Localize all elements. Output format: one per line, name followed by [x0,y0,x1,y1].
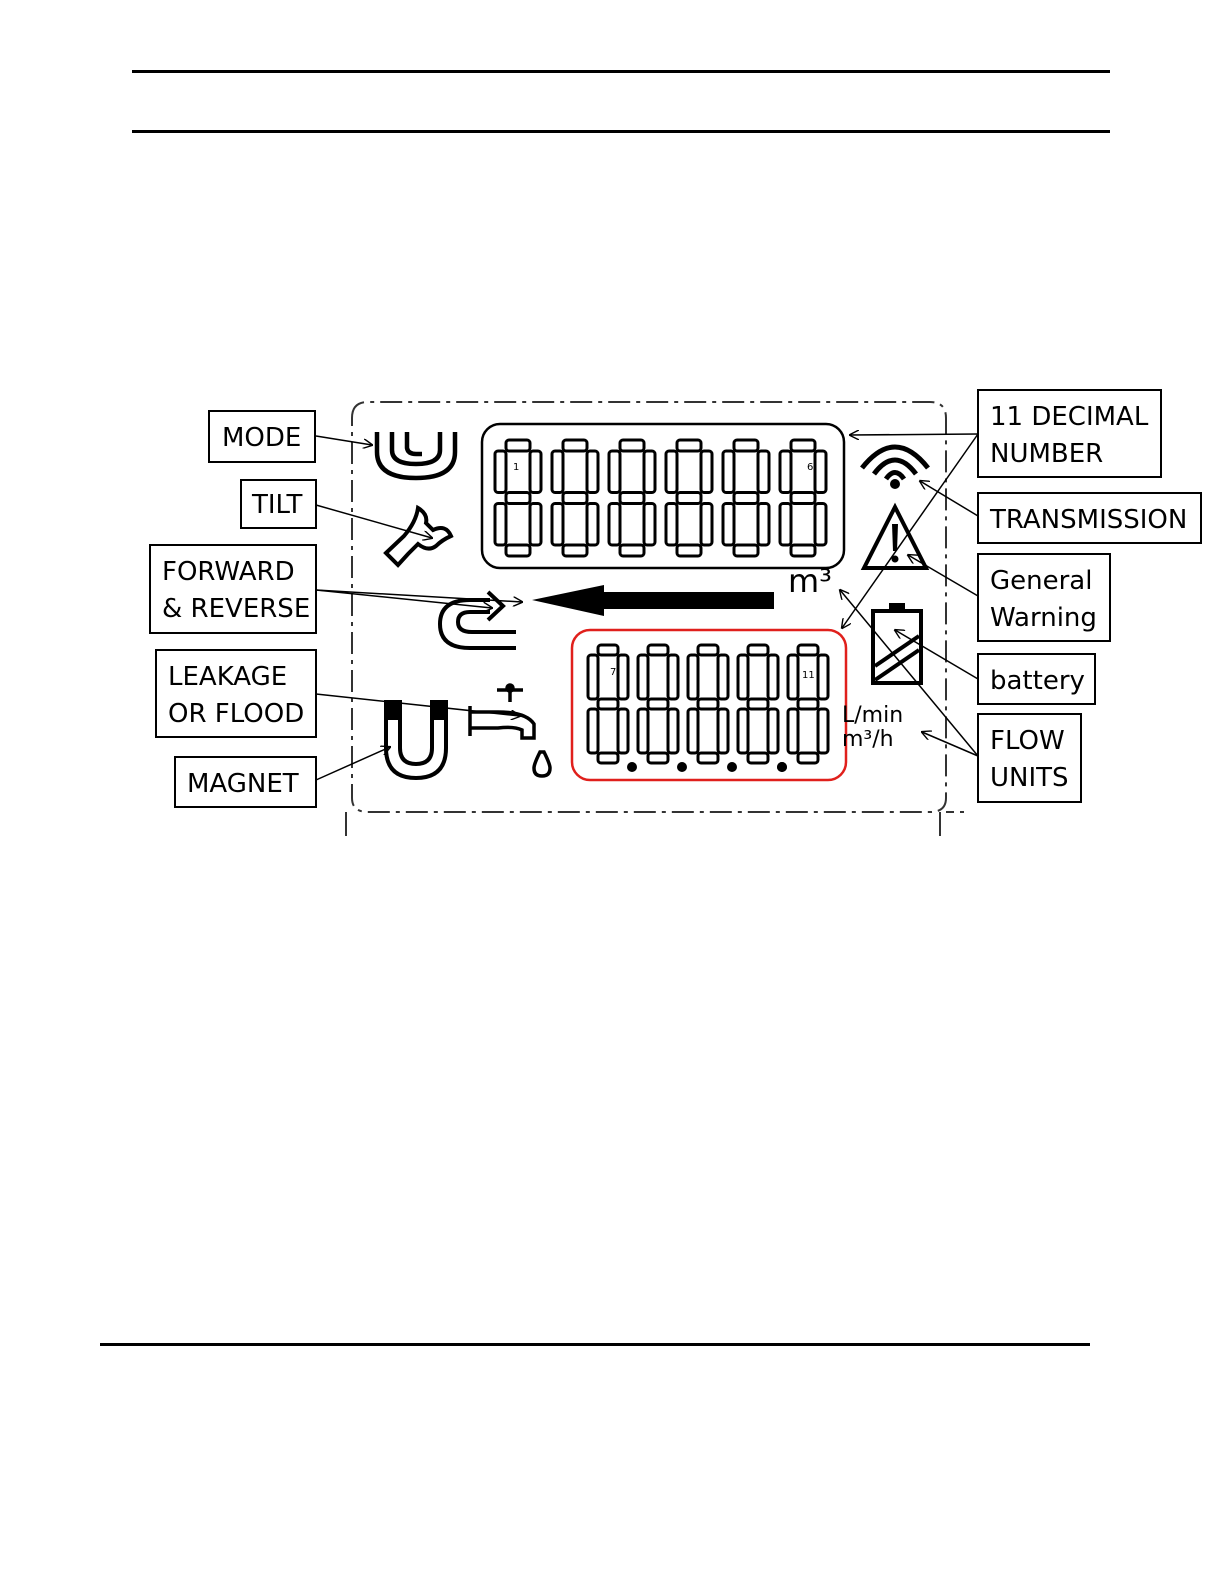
volume-unit: m³ [788,562,832,600]
leader-flow-rate [922,732,978,756]
callout-decimal-number: 11 DECIMAL NUMBER [978,390,1161,477]
callout-tilt: TILT [241,480,316,528]
upper-digits [495,440,826,556]
callout-battery: battery [978,654,1095,704]
lcd-digit [727,645,778,772]
leader-warning [908,555,978,596]
svg-text:TILT: TILT [251,490,302,520]
leader-mode [316,436,372,445]
mode-icon [377,432,455,478]
lcd-digit [495,440,541,556]
transmission-icon [862,447,928,489]
decimal-point [627,762,637,772]
svg-text:& REVERSE: & REVERSE [162,594,310,624]
leader-transmission [920,481,978,516]
magnet-icon [386,700,446,778]
warning-icon [864,507,926,568]
svg-text:Warning: Warning [990,603,1097,633]
callout-flow-units: FLOW UNITS [978,714,1081,802]
lcd-digit [677,645,728,772]
lcd-digit [627,645,678,772]
svg-text:FLOW: FLOW [990,726,1065,756]
svg-text:FORWARD: FORWARD [162,557,295,587]
battery-icon [873,603,921,683]
svg-text:MODE: MODE [222,423,301,453]
lcd-digit [780,440,826,556]
svg-text:General: General [990,566,1092,596]
svg-text:11 DECIMAL: 11 DECIMAL [990,402,1149,432]
callout-transmission: TRANSMISSION [978,493,1201,543]
callout-forward-reverse: FORWARD & REVERSE [150,545,316,633]
leader-leakage [316,694,520,716]
faucet-icon [470,685,550,776]
decimal-point [677,762,687,772]
wrench-icon [386,508,451,565]
lower-last-index: 11 [802,670,815,681]
lcd-digit [552,440,598,556]
leader-decimal-upper [850,434,978,435]
svg-text:OR FLOOD: OR FLOOD [168,699,304,729]
svg-text:battery: battery [990,666,1085,696]
leader-decimal-lower [842,434,978,628]
svg-text:LEAKAGE: LEAKAGE [168,662,287,692]
decimal-point [777,762,787,772]
lcd-digit [723,440,769,556]
flow-arrow-icon [532,585,774,616]
callout-general-warning: General Warning [978,554,1110,641]
lcd-digit [666,440,712,556]
svg-text:NUMBER: NUMBER [990,439,1103,469]
lcd-digit [588,645,628,763]
lower-first-index: 7 [610,667,616,678]
upper-last-index: 6 [807,462,813,473]
svg-text:UNITS: UNITS [990,763,1069,793]
lower-digits [588,645,828,772]
lower-digit-window [572,630,846,780]
callout-magnet: MAGNET [175,757,316,807]
flow-unit-m3h: m³/h [842,727,894,752]
upper-first-index: 1 [513,462,519,473]
flow-unit-lmin: L/min [842,703,903,728]
callout-mode: MODE [209,411,315,462]
lcd-digit [777,645,828,772]
callout-leakage: LEAKAGE OR FLOOD [156,650,316,737]
lcd-digit [609,440,655,556]
svg-text:TRANSMISSION: TRANSMISSION [989,505,1187,535]
decimal-point [727,762,737,772]
svg-text:MAGNET: MAGNET [187,769,299,799]
